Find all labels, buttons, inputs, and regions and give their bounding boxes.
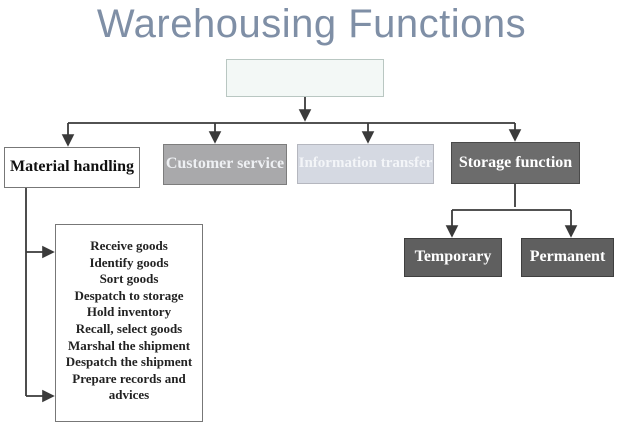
task-item: Prepare records and advices (72, 370, 186, 403)
customer-service-box: Customer service (163, 144, 287, 185)
root-box (226, 59, 384, 97)
task-item: Receive goods (90, 238, 168, 253)
task-item: Hold inventory (86, 304, 172, 320)
task-item: Sort goods (99, 271, 159, 287)
task-item: Recall, select goods (75, 320, 183, 336)
task-item: Despatch to storage (74, 287, 184, 303)
information-transfer-box: Information transfer (297, 144, 434, 184)
task-item: Marshal the shipment (67, 337, 191, 353)
temporary-box: Temporary (404, 238, 502, 277)
material-tasks-box: Receive goods Identify goods Sort goods … (55, 224, 203, 422)
task-item: Identify goods (89, 254, 169, 270)
permanent-box: Permanent (521, 238, 614, 277)
storage-function-box: Storage function (451, 142, 580, 184)
material-handling-box: Material handling (4, 147, 140, 188)
task-item: Despatch the shipment (65, 354, 193, 370)
diagram-title: Warehousing Functions (96, 2, 527, 46)
